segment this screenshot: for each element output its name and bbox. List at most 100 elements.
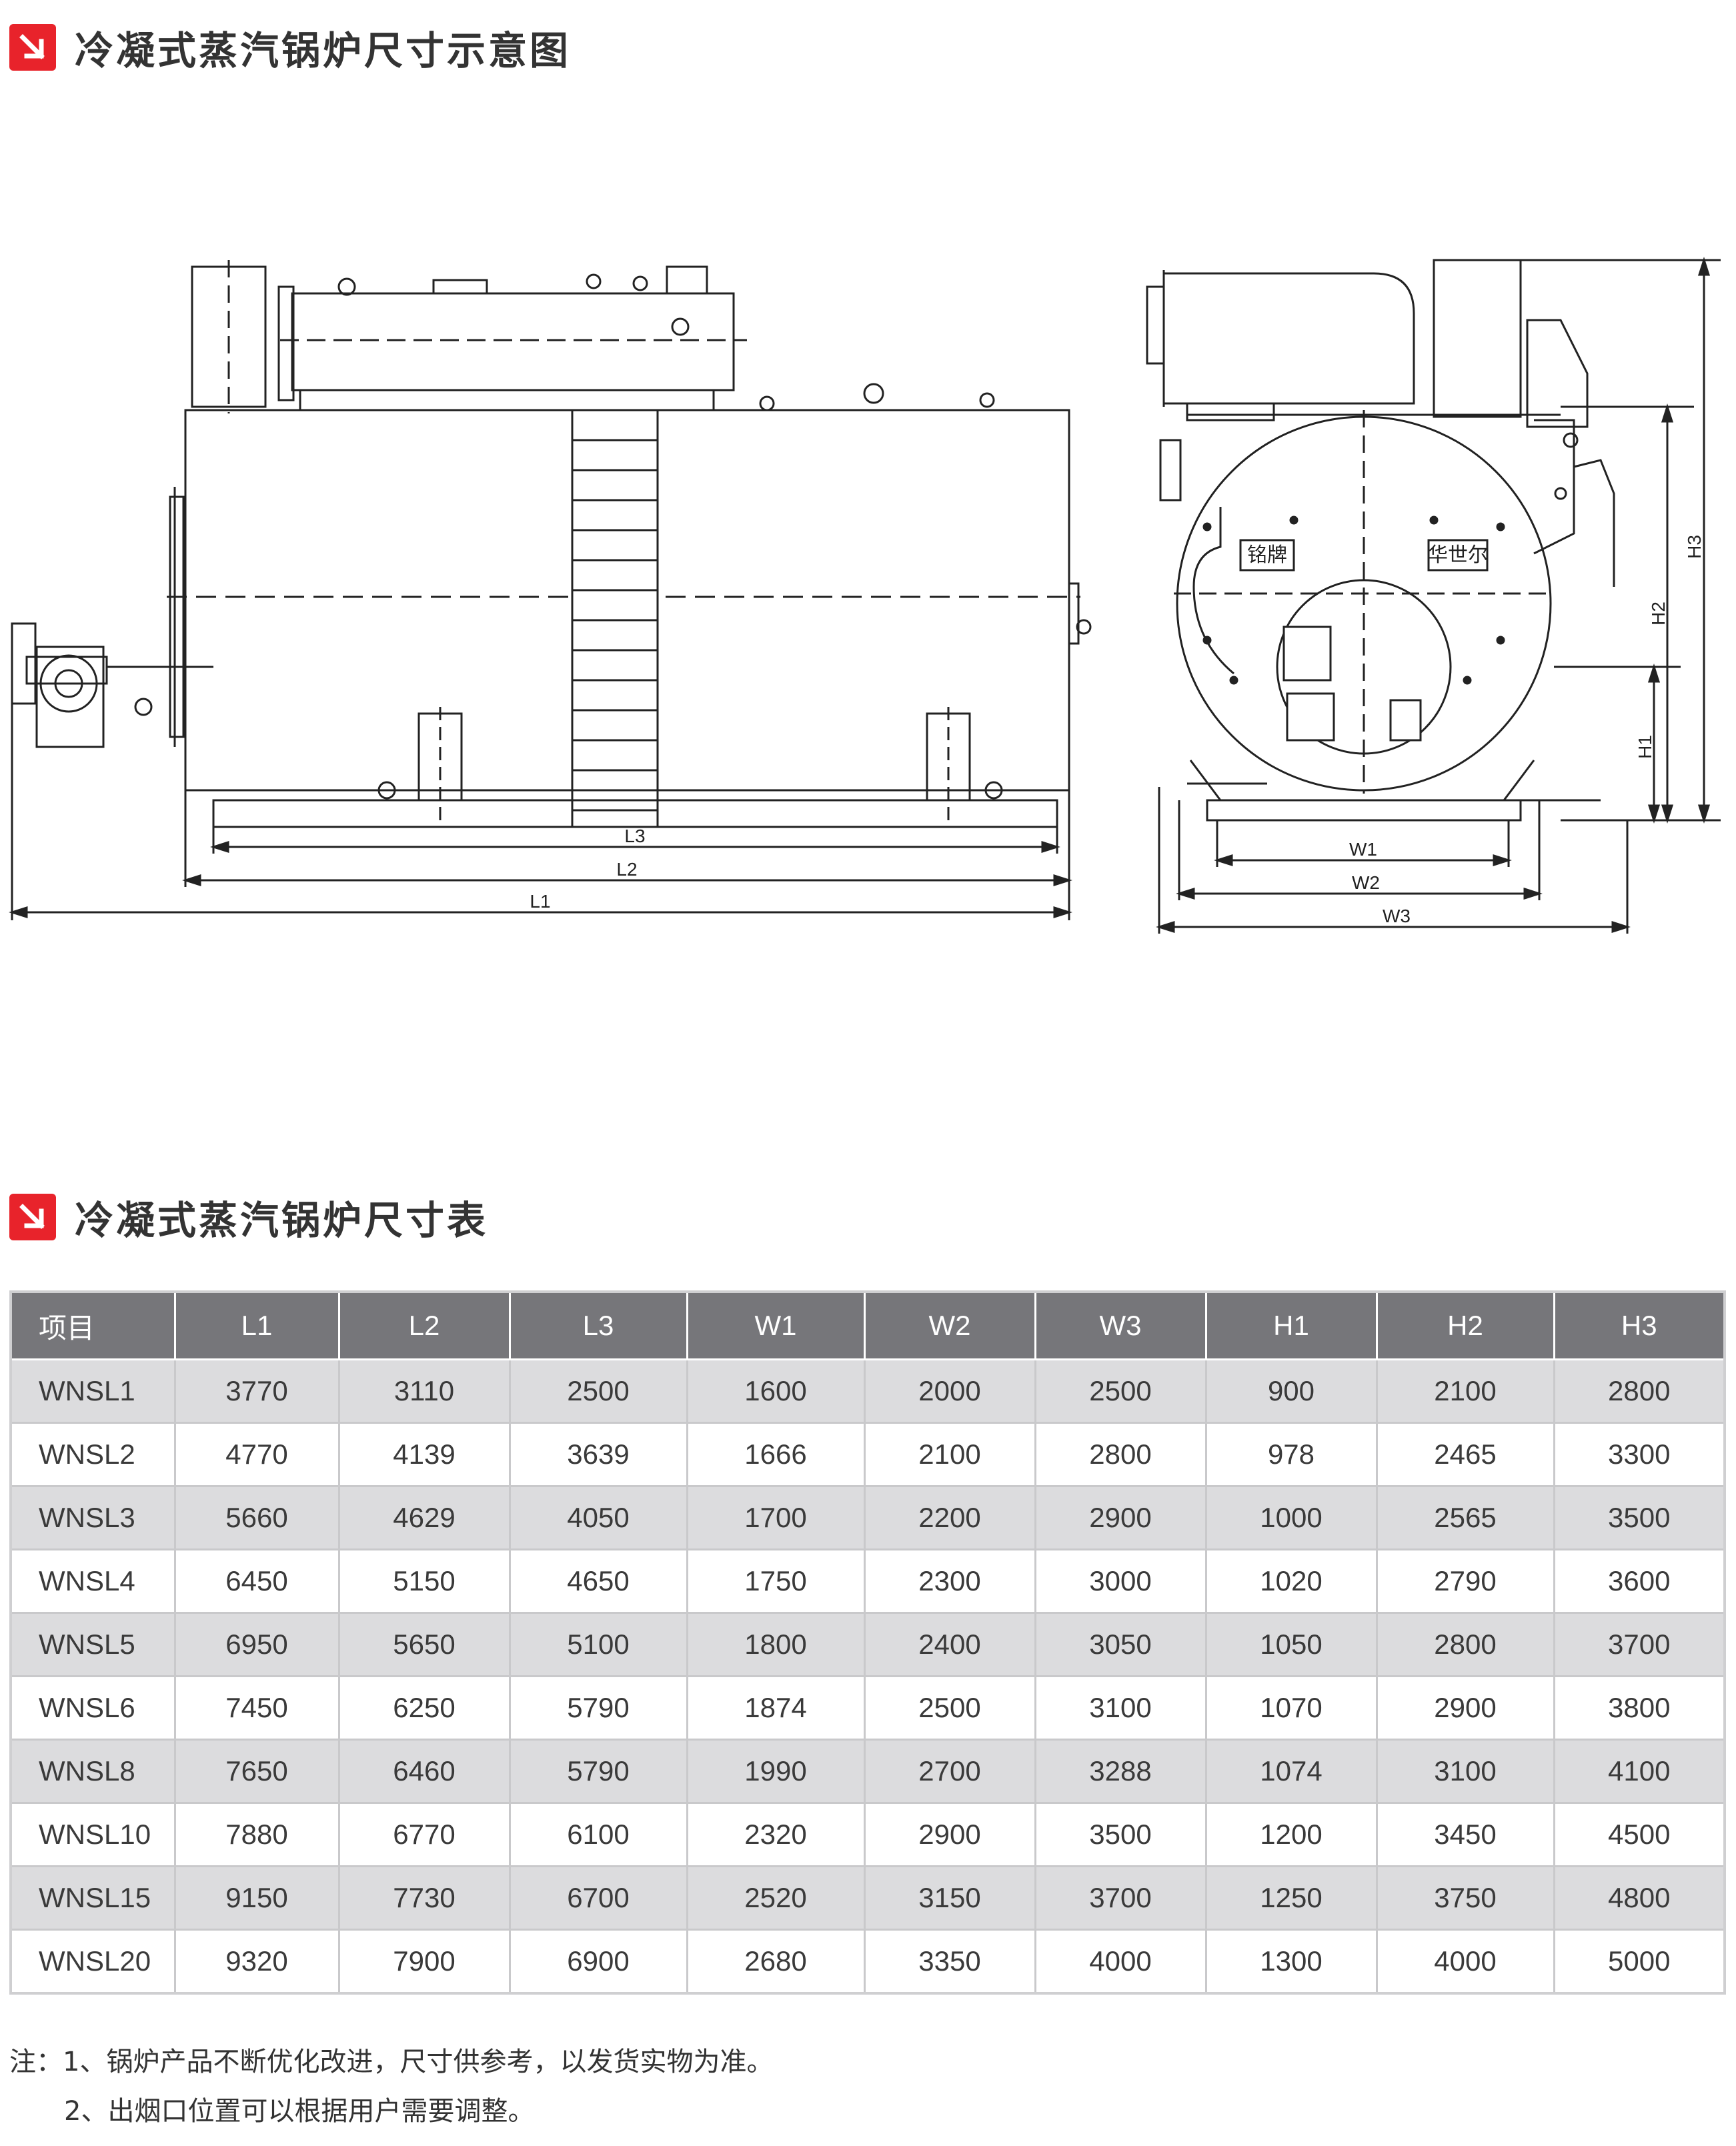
- value-cell: 900: [1204, 1358, 1378, 1424]
- section-header-diagram: 冷凝式蒸汽锅炉尺寸示意图: [9, 24, 571, 73]
- value-cell: 2320: [686, 1802, 866, 1867]
- value-cell: 4770: [173, 1422, 340, 1487]
- value-cell: 2900: [1034, 1485, 1207, 1550]
- column-header: H1: [1204, 1290, 1378, 1360]
- value-cell: 6900: [508, 1929, 688, 1995]
- value-cell: 3639: [508, 1422, 688, 1487]
- value-cell: 6450: [173, 1548, 340, 1614]
- model-cell: WNSL5: [9, 1612, 176, 1677]
- column-header: W2: [863, 1290, 1036, 1360]
- value-cell: 2000: [863, 1358, 1036, 1424]
- value-cell: 7450: [173, 1675, 340, 1741]
- nameplate-label: 铭牌: [1247, 544, 1287, 567]
- value-cell: 2900: [1375, 1675, 1555, 1741]
- value-cell: 4139: [337, 1422, 511, 1487]
- value-cell: 2500: [1034, 1358, 1207, 1424]
- value-cell: 2680: [686, 1929, 866, 1995]
- value-cell: 3700: [1553, 1612, 1726, 1677]
- model-cell: WNSL10: [9, 1802, 176, 1867]
- value-cell: 4500: [1553, 1802, 1726, 1867]
- value-cell: 1000: [1204, 1485, 1378, 1550]
- dim-label-l1: L1: [530, 891, 550, 912]
- value-cell: 5660: [173, 1485, 340, 1550]
- value-cell: 3500: [1034, 1802, 1207, 1867]
- value-cell: 1074: [1204, 1739, 1378, 1804]
- value-cell: 2800: [1034, 1422, 1207, 1487]
- model-cell: WNSL3: [9, 1485, 176, 1550]
- model-cell: WNSL4: [9, 1548, 176, 1614]
- value-cell: 2300: [863, 1548, 1036, 1614]
- value-cell: 7650: [173, 1739, 340, 1804]
- value-cell: 2100: [863, 1422, 1036, 1487]
- value-cell: 6460: [337, 1739, 511, 1804]
- notes: 注：1、锅炉产品不断优化改进，尺寸供参考，以发货实物为准。 2、出烟口位置可以根…: [9, 2037, 773, 2136]
- value-cell: 5790: [508, 1675, 688, 1741]
- value-cell: 2800: [1375, 1612, 1555, 1677]
- value-cell: 7900: [337, 1929, 511, 1995]
- dim-label-l3: L3: [624, 826, 645, 846]
- value-cell: 3600: [1553, 1548, 1726, 1614]
- value-cell: 6770: [337, 1802, 511, 1867]
- value-cell: 2400: [863, 1612, 1036, 1677]
- value-cell: 1020: [1204, 1548, 1378, 1614]
- value-cell: 2200: [863, 1485, 1036, 1550]
- value-cell: 1700: [686, 1485, 866, 1550]
- dim-label-w3: W3: [1383, 906, 1411, 926]
- value-cell: 4800: [1553, 1865, 1726, 1931]
- value-cell: 9320: [173, 1929, 340, 1995]
- section-header-table: 冷凝式蒸汽锅炉尺寸表: [9, 1194, 488, 1243]
- value-cell: 3700: [1034, 1865, 1207, 1931]
- value-cell: 2800: [1553, 1358, 1726, 1424]
- model-cell: WNSL15: [9, 1865, 176, 1931]
- dim-label-w1: W1: [1349, 839, 1377, 860]
- value-cell: 3750: [1375, 1865, 1555, 1931]
- value-cell: 2790: [1375, 1548, 1555, 1614]
- model-cell: WNSL2: [9, 1422, 176, 1487]
- value-cell: 5000: [1553, 1929, 1726, 1995]
- value-cell: 2465: [1375, 1422, 1555, 1487]
- value-cell: 1666: [686, 1422, 866, 1487]
- value-cell: 4050: [508, 1485, 688, 1550]
- boiler-dimension-drawing: 铭牌 华世尔: [0, 240, 1736, 960]
- value-cell: 1800: [686, 1612, 866, 1677]
- value-cell: 3500: [1553, 1485, 1726, 1550]
- table-header-row: 项目 L1 L2 L3 W1 W2 W3 H1 H2 H3: [9, 1290, 1726, 1360]
- model-cell: WNSL20: [9, 1929, 176, 1995]
- value-cell: 2700: [863, 1739, 1036, 1804]
- column-header: W1: [686, 1290, 866, 1360]
- value-cell: 2500: [863, 1675, 1036, 1741]
- value-cell: 2500: [508, 1358, 688, 1424]
- note-1: 注：1、锅炉产品不断优化改进，尺寸供参考，以发货实物为准。: [9, 2047, 774, 2077]
- value-cell: 6250: [337, 1675, 511, 1741]
- value-cell: 3300: [1553, 1422, 1726, 1487]
- value-cell: 1874: [686, 1675, 866, 1741]
- value-cell: 1070: [1204, 1675, 1378, 1741]
- section-title: 冷凝式蒸汽锅炉尺寸表: [75, 1198, 489, 1243]
- value-cell: 3000: [1034, 1548, 1207, 1614]
- value-cell: 2900: [863, 1802, 1036, 1867]
- value-cell: 1250: [1204, 1865, 1378, 1931]
- dim-label-w2: W2: [1352, 872, 1380, 893]
- arrow-down-right-icon: [9, 1194, 56, 1240]
- column-header: L3: [508, 1290, 688, 1360]
- model-cell: WNSL8: [9, 1739, 176, 1804]
- arrow-down-right-icon: [9, 24, 56, 71]
- dim-label-h1: H1: [1635, 735, 1655, 759]
- end-view: 铭牌 华世尔: [1146, 257, 1721, 934]
- value-cell: 3800: [1553, 1675, 1726, 1741]
- value-cell: 5650: [337, 1612, 511, 1677]
- model-cell: WNSL1: [9, 1358, 176, 1424]
- value-cell: 1050: [1204, 1612, 1378, 1677]
- value-cell: 6700: [508, 1865, 688, 1931]
- value-cell: 5100: [508, 1612, 688, 1677]
- value-cell: 3150: [863, 1865, 1036, 1931]
- value-cell: 3350: [863, 1929, 1036, 1995]
